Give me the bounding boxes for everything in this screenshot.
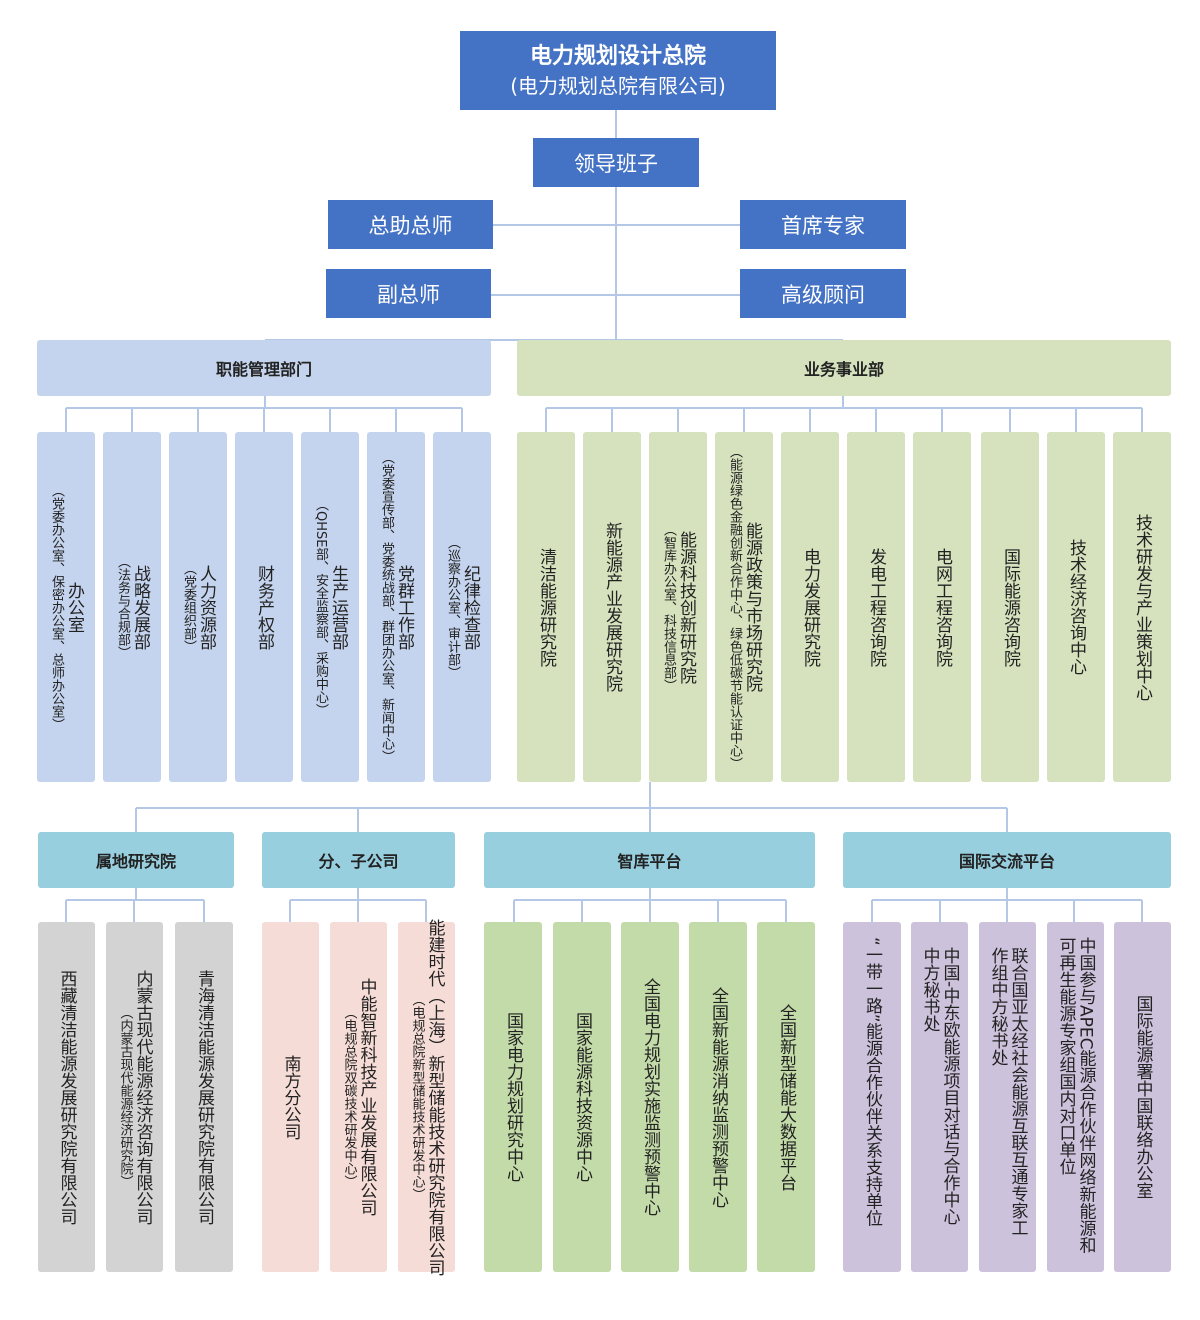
international-box: 联合国亚太经社会能源互联互通专家工作组中方秘书处 (979, 922, 1036, 1272)
business-dept-box: 新能源产业发展研究院 (583, 432, 641, 782)
thinktank-box: 全国电力规划实施监测预警中心 (621, 922, 679, 1272)
local-institutes-header: 属地研究院 (38, 832, 234, 888)
functional-dept-box: 办公室 （党委办公室、保密办公室、总师办公室） (37, 432, 95, 782)
functional-dept-name: 战略发展部 (130, 564, 150, 650)
thinktank-box: 国家电力规划研究中心 (484, 922, 542, 1272)
leadership-box: 领导班子 (533, 138, 699, 187)
deputy-chief-box: 副总师 (326, 269, 491, 318)
functional-dept-name: 纪律检查部 (460, 564, 480, 650)
subsidiary-name: 中能智新科技产业发展有限公司 (356, 978, 377, 1216)
business-dept-box: 能源科技创新研究院 （智库办公室、科技信息部） (649, 432, 707, 782)
functional-dept-note: （党委办公室、保密办公室、总师办公室） (49, 483, 64, 731)
local-institute-name: 内蒙古现代能源经济咨询有限公司 (132, 969, 153, 1225)
business-dept-name: 清洁能源研究院 (536, 547, 556, 667)
business-dept-box: 技术研发与产业策划中心 (1113, 432, 1171, 782)
org-root-box: 电力规划设计总院 (电力规划总院有限公司) (460, 31, 776, 110)
business-dept-box: 电网工程咨询院 (913, 432, 971, 782)
functional-dept-header: 职能管理部门 (37, 340, 491, 396)
assistant-chief-box: 总助总师 (328, 200, 493, 249)
thinktank-name: 全国新型储能大数据平台 (776, 1003, 796, 1191)
international-name: 中国参与APEC能源合作伙伴网络新能源和可再生能源专家组国内对口单位 (1055, 937, 1096, 1254)
functional-dept-box: 战略发展部 （法务与合规部） (103, 432, 161, 782)
functional-dept-name: 办公室 (64, 581, 84, 633)
business-dept-name: 能源政策与市场研究院 (742, 522, 762, 692)
international-name: 联合国亚太经社会能源互联互通专家工作组中方秘书处 (987, 947, 1028, 1236)
functional-dept-note: （巡察办公室、审计部） (445, 535, 460, 679)
functional-dept-box: 纪律检查部 （巡察办公室、审计部） (433, 432, 491, 782)
chief-expert-box: 首席专家 (740, 200, 906, 249)
local-institute-name: 西藏清洁能源发展研究院有限公司 (56, 969, 77, 1225)
international-name: 国际能源署中国联络办公室 (1132, 995, 1153, 1199)
international-name: 中国-中东欧能源项目对话与合作中心 中方秘书处 (919, 947, 960, 1226)
subsidiary-box: 南方分公司 (262, 922, 319, 1272)
functional-dept-box: 人力资源部 （党委组织部） (169, 432, 227, 782)
business-dept-box: 清洁能源研究院 (517, 432, 575, 782)
business-dept-header: 业务事业部 (517, 340, 1171, 396)
subsidiary-note: （电规总院双碳技术研发中心） (341, 1006, 357, 1188)
functional-dept-box: 财务产权部 (235, 432, 293, 782)
thinktank-name: 国家能源科技资源中心 (572, 1012, 592, 1182)
business-dept-box: 电力发展研究院 (781, 432, 839, 782)
business-dept-name: 能源科技创新研究院 (676, 530, 696, 684)
thinktank-header: 智库平台 (484, 832, 815, 888)
international-header: 国际交流平台 (843, 832, 1171, 888)
international-box: 中国参与APEC能源合作伙伴网络新能源和可再生能源专家组国内对口单位 (1047, 922, 1104, 1272)
business-dept-note: （智库办公室、科技信息部） (661, 522, 676, 692)
functional-dept-box: 生产运营部 （QHSE部、安全监察部、采购中心） (301, 432, 359, 782)
functional-dept-name: 财务产权部 (254, 564, 274, 650)
international-box: 中国-中东欧能源项目对话与合作中心 中方秘书处 (911, 922, 968, 1272)
functional-dept-name: 党群工作部 (394, 564, 414, 650)
international-box: 国际能源署中国联络办公室 (1114, 922, 1171, 1272)
thinktank-box: 全国新型储能大数据平台 (757, 922, 815, 1272)
subsidiaries-header: 分、子公司 (262, 832, 455, 888)
thinktank-box: 全国新能源消纳监测预警中心 (689, 922, 747, 1272)
business-dept-box: 能源政策与市场研究院 （能源绿色金融创新合作中心、绿色低碳节能认证中心） (715, 432, 773, 782)
thinktank-name: 全国新能源消纳监测预警中心 (708, 986, 728, 1208)
business-dept-name: 新能源产业发展研究院 (602, 522, 622, 692)
subsidiary-name: 能建时代（上海）新型储能技术研究院有限公司 (424, 918, 445, 1276)
functional-dept-note: （法务与合规部） (115, 555, 130, 659)
local-institute-box: 内蒙古现代能源经济咨询有限公司 （内蒙古现代能源经济研究院） (106, 922, 163, 1272)
subsidiary-box: 中能智新科技产业发展有限公司 （电规总院双碳技术研发中心） (330, 922, 387, 1272)
subsidiary-box: 能建时代（上海）新型储能技术研究院有限公司 （电规总院新型储能技术研发中心） (398, 919, 455, 1276)
business-dept-name: 技术经济咨询中心 (1066, 539, 1086, 675)
business-dept-note: （能源绿色金融创新合作中心、绿色低碳节能认证中心） (727, 444, 742, 770)
local-institute-box: 西藏清洁能源发展研究院有限公司 (38, 922, 95, 1272)
thinktank-name: 全国电力规划实施监测预警中心 (640, 978, 660, 1216)
functional-dept-note: （党委宣传部、党委统战部、群团办公室、新闻中心） (379, 451, 394, 763)
business-dept-box: 国际能源咨询院 (981, 432, 1039, 782)
business-dept-box: 技术经济咨询中心 (1047, 432, 1105, 782)
functional-dept-note: （党委组织部） (181, 561, 196, 653)
local-institute-note: （内蒙古现代能源经济研究院） (117, 1006, 133, 1188)
business-dept-name: 国际能源咨询院 (1000, 547, 1020, 667)
thinktank-name: 国家电力规划研究中心 (503, 1012, 523, 1182)
functional-dept-box: 党群工作部 （党委宣传部、党委统战部、群团办公室、新闻中心） (367, 432, 425, 782)
business-dept-name: 技术研发与产业策划中心 (1132, 513, 1152, 701)
org-root-title: 电力规划设计总院 (529, 43, 706, 69)
international-box: “一带一路”能源合作伙伴关系支持单位 (843, 922, 901, 1272)
functional-dept-name: 生产运营部 (328, 564, 348, 650)
business-dept-name: 电力发展研究院 (800, 547, 820, 667)
business-dept-name: 电网工程咨询院 (932, 547, 952, 667)
subsidiary-note: （电规总院新型储能技术研发中心） (409, 993, 425, 1201)
subsidiary-name: 南方分公司 (280, 1054, 301, 1140)
business-dept-box: 发电工程咨询院 (847, 432, 905, 782)
local-institute-box: 青海清洁能源发展研究院有限公司 (175, 922, 233, 1272)
local-institute-name: 青海清洁能源发展研究院有限公司 (194, 969, 214, 1225)
thinktank-box: 国家能源科技资源中心 (553, 922, 611, 1272)
international-name: “一带一路”能源合作伙伴关系支持单位 (862, 937, 882, 1227)
functional-dept-note: （QHSE部、安全监察部、采购中心） (313, 497, 328, 717)
senior-advisor-box: 高级顾问 (740, 269, 906, 318)
business-dept-name: 发电工程咨询院 (866, 547, 886, 667)
org-root-subtitle: (电力规划总院有限公司) (510, 73, 726, 98)
functional-dept-name: 人力资源部 (196, 564, 216, 650)
